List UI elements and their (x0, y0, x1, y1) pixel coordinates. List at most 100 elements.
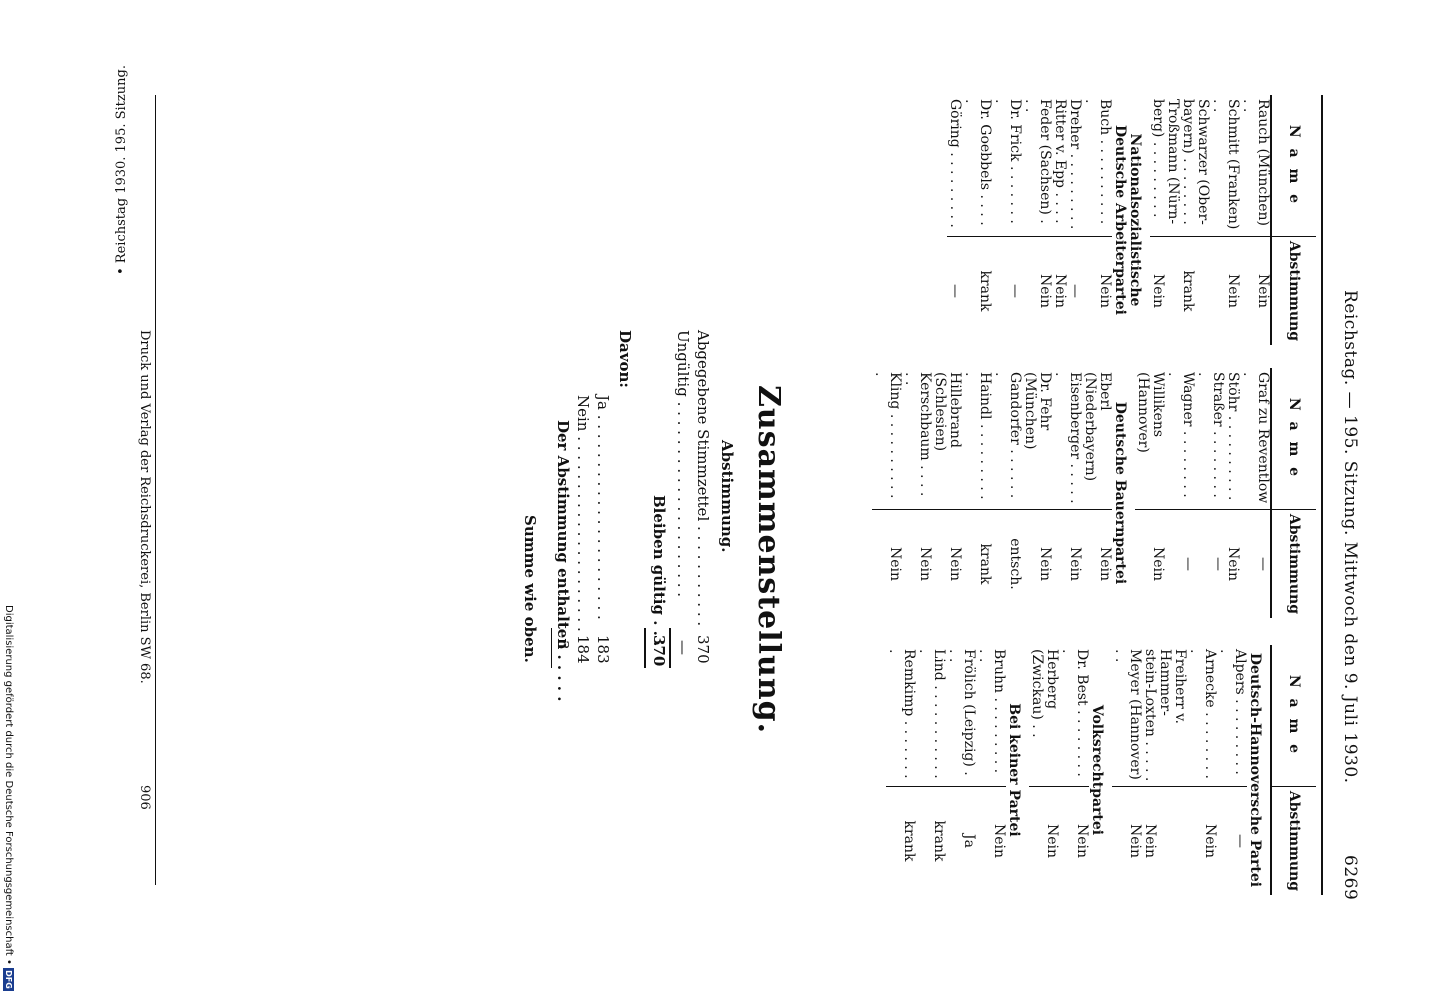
member-vote: Ja (946, 786, 977, 895)
member-vote: Nein (1112, 786, 1143, 895)
member-vote: Nein (1052, 236, 1068, 345)
member-vote: Nein (1059, 786, 1090, 895)
member-name: Schmitt (Franken) . . (1210, 99, 1241, 230)
table-row: Meyer (Hannover) . .Nein (1112, 645, 1143, 895)
member-vote: — (947, 236, 963, 345)
table-row: bayern) . . . . . . . . krank (1180, 95, 1196, 345)
printer-line: Druck und Verlag der Reichsdruckerei, Be… (137, 330, 152, 684)
abgegeben-label: Abgegebene Stimmzettel . . . . . . . . .… (694, 330, 712, 627)
member-name: bayern) . . . . . . . . (1180, 99, 1196, 225)
party-heading-row: Nationalsozialistische Deutsche Arbeiter… (1112, 95, 1150, 345)
member-name: Straßer . . . . . . . . . (1195, 372, 1226, 498)
party-name: Volksrechtpartei (1089, 704, 1105, 836)
table-row: Wagner . . . . . . . . . — (1165, 368, 1196, 618)
dfg-logo: DFG (3, 968, 14, 991)
footer-rule (155, 95, 156, 885)
table-row: Schwarzer (Ober- (1195, 95, 1211, 345)
table-row: Buch . . . . . . . . . . . Nein (1082, 95, 1113, 345)
table-row: Kling . . . . . . . . . . . Nein (872, 368, 903, 618)
table-row: Lind . . . . . . . . . . . .krank (916, 645, 947, 895)
member-name: Eberl (Niederbayern) (1082, 372, 1113, 482)
sum-rule-double (644, 628, 646, 668)
member-name: Gandorfer . . . . . . . (992, 372, 1023, 499)
vote-column-header: Abstimmung (1271, 236, 1316, 345)
member-name: Schwarzer (Ober- (1195, 99, 1211, 225)
member-name: Dreher . . . . . . . . . (1067, 99, 1083, 230)
table-row: Dr. Frick . . . . . . . . — (992, 95, 1023, 345)
vote-table-2: N a m e Abstimmung Graf zu Reventlow .—S… (872, 368, 1316, 618)
summary-subtitle: Abstimmung. (718, 440, 736, 553)
member-name: Göring . . . . . . . . . (947, 99, 963, 228)
member-name: berg) . . . . . . . . . (1150, 99, 1166, 218)
member-name: Rauch (München) . . (1240, 99, 1271, 226)
name-column-header: N a m e (1271, 368, 1316, 510)
digitization-text: Digitalisierung gefördert durch die Deut… (3, 605, 14, 965)
member-name: Remkimp . . . . . . . . (886, 649, 917, 779)
party-heading-row: Volksrechtpartei (1089, 645, 1112, 895)
member-name: Lind . . . . . . . . . . . . (916, 649, 947, 779)
nein-value: 184 (574, 635, 592, 664)
name-column-header: N a m e (1271, 95, 1316, 237)
member-vote: Nein (1082, 236, 1113, 345)
party-name: Bei keiner Partei (1006, 703, 1022, 837)
party-name: Nationalsozialistische Deutsche Arbeiter… (1112, 125, 1143, 315)
table-row: Remkimp . . . . . . . .krank (886, 645, 917, 895)
table-row: Göring . . . . . . . . . — (947, 95, 963, 345)
table-row: Willikens (Hannover)Nein (1135, 368, 1166, 618)
enthalten-label: Der Abstimmung enthalten . . . . . (554, 420, 572, 702)
table-row: Straßer . . . . . . . . .— (1195, 368, 1226, 618)
table-row: Dreher . . . . . . . . .— (1067, 95, 1083, 345)
member-vote: Nein (1187, 786, 1218, 895)
member-name: Dr. Frick . . . . . . . . (992, 99, 1023, 224)
ungueltig-value: — (674, 640, 692, 655)
member-name: Arnecke . . . . . . . . . (1187, 649, 1218, 779)
member-name: Dr. Best . . . . . . . . . (1059, 649, 1090, 777)
member-name: Freiherr v. Hammer- (1157, 649, 1188, 725)
table-row: Bruhn . . . . . . . . . . .Nein (976, 645, 1007, 895)
member-name: stein-Loxten . . . . . (1142, 649, 1158, 782)
table-row: Eisenberger . . . . . .Nein (1052, 368, 1083, 618)
table-row: Dr. Best . . . . . . . . . Nein (1059, 645, 1090, 895)
ja-value: 183 (594, 635, 612, 664)
member-vote: — (1165, 509, 1196, 618)
member-vote: Nein (872, 509, 903, 618)
member-name: Bruhn . . . . . . . . . . . (976, 649, 1007, 774)
member-name: Troßmann (Nürn- (1165, 99, 1181, 225)
member-vote: krank (1180, 236, 1196, 345)
table-row: Frölich (Leipzig) . . . Ja (946, 645, 977, 895)
member-name: Kling . . . . . . . . . . . (872, 372, 903, 499)
vote-column-header: Abstimmung (1271, 509, 1316, 618)
member-name: Wagner . . . . . . . . . (1165, 372, 1196, 498)
header-rule (1321, 95, 1323, 895)
page-number: 6269 (1340, 855, 1360, 901)
member-vote: krank (962, 509, 993, 618)
member-vote: — (992, 236, 1023, 345)
running-header: Reichstag. — 195. Sitzung. Mittwoch den … (1340, 290, 1360, 784)
table-row: Herberg (Zwickau) . .Nein (1029, 645, 1060, 895)
gueltig-value: 370 (650, 635, 668, 667)
table-row: Eberl (Niederbayern)Nein (1082, 368, 1113, 618)
member-name: Eisenberger . . . . . . (1052, 372, 1083, 504)
vote-column-header: Abstimmung (1271, 786, 1316, 895)
member-vote (1157, 786, 1187, 895)
member-vote: — (1240, 509, 1271, 618)
name-column-header: N a m e (1271, 645, 1316, 787)
enthalten-value: 3 (554, 640, 572, 650)
abgegeben-value: 370 (694, 635, 712, 664)
table-row: Hillebrand (Schlesien)Nein (932, 368, 963, 618)
member-name: Haindl . . . . . . . . . . (962, 372, 993, 500)
member-vote: — (1217, 786, 1248, 895)
member-name: Stöhr . . . . . . . . . . (1225, 372, 1241, 501)
member-name: Buch . . . . . . . . . . . (1082, 99, 1113, 225)
member-name: Feder (Sachsen) . . . (1022, 99, 1053, 224)
table-row: berg) . . . . . . . . .Nein (1150, 95, 1166, 345)
party-heading-row: Deutsche Bauernpartei (1112, 368, 1135, 618)
table-row: Kerschbaum . . . . . .Nein (902, 368, 933, 618)
member-vote: Nein (1029, 786, 1060, 895)
member-name: Frölich (Leipzig) . . . (946, 649, 977, 776)
member-vote (1195, 236, 1210, 345)
total-rule (551, 628, 552, 668)
table-row: stein-Loxten . . . . .Nein (1142, 645, 1158, 895)
summary-title: Zusammenstellung. (751, 385, 786, 735)
member-vote: Nein (902, 509, 933, 618)
